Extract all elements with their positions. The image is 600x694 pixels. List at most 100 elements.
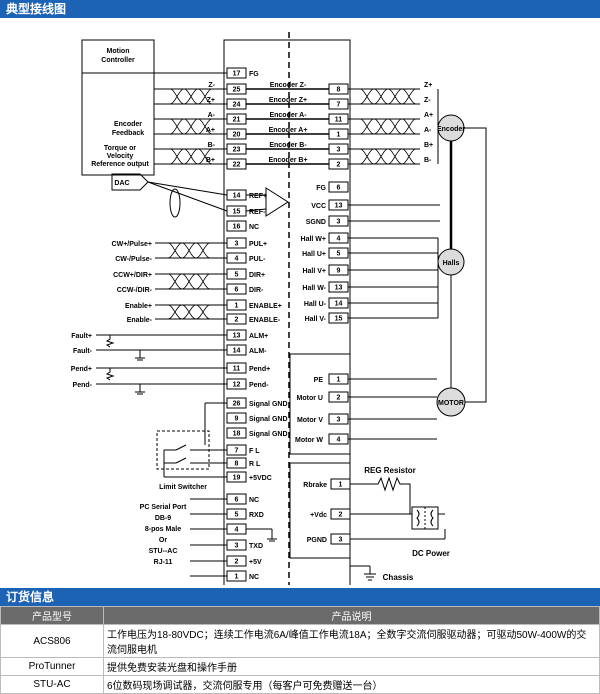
rj-pin-label: NC — [249, 497, 259, 504]
left-pin-label: FG — [249, 71, 259, 78]
twisted-pair — [401, 148, 417, 165]
motion-controller-box — [81, 39, 155, 176]
twisted-pair — [181, 304, 197, 320]
twisted-pair — [183, 88, 199, 105]
right-pin-label: Hall W+ — [301, 236, 326, 243]
right-enc-signal: B- — [424, 157, 432, 164]
rj-pin-label: RXD — [249, 512, 264, 519]
model-cell: ACS806 — [0, 624, 104, 658]
twisted-pair — [359, 118, 375, 135]
motor-pin-label: Motor U — [297, 395, 323, 402]
table-row: STU-AC 6位数码现场调试器，交流伺服专用（每客户可免费赠送一台） — [0, 675, 600, 694]
left-pin-label: Signal GND — [249, 401, 288, 408]
pin-number: 5 — [337, 251, 341, 258]
pin-number: 4 — [235, 527, 239, 534]
model-cell: ProTunner — [0, 657, 104, 676]
power-pin-label: +Vdc — [310, 512, 327, 519]
right-enc-signal: A+ — [424, 112, 433, 119]
torque-ref-label: Torque or — [104, 145, 136, 152]
left-pin-label: F L — [249, 448, 260, 455]
table-row: ACS806 工作电压为18-80VDC；连续工作电流6A/峰值工作电流18A；… — [0, 624, 600, 658]
left-pin-label: DIR- — [249, 287, 264, 294]
pin-number: 9 — [235, 416, 239, 423]
right-pin-label: SGND — [306, 219, 326, 226]
dc-power-box — [411, 506, 439, 530]
wiring-diagram-header: 典型接线图 — [0, 0, 600, 18]
left-enc-signal: B- — [208, 142, 216, 149]
pin-number: 6 — [235, 497, 239, 504]
motion-controller-label: Motion — [107, 48, 130, 55]
order-info-header: 订货信息 — [0, 588, 600, 606]
pin-number: 7 — [235, 448, 239, 455]
left-pin-18 — [226, 427, 247, 439]
fault-pend-label: Pend- — [73, 382, 93, 389]
ref-plus-wire — [147, 181, 228, 196]
pin-number: 13 — [335, 203, 343, 210]
dac-label: DAC — [114, 180, 129, 187]
enc-pin-label: Encoder A- — [269, 112, 307, 119]
col-desc-header: 产品说明 — [103, 606, 600, 625]
right-pin-label: Hall U- — [304, 301, 327, 308]
twisted-pair — [359, 148, 375, 165]
pin-number: 7 — [337, 102, 341, 109]
driver-box — [223, 39, 351, 585]
pc-serial-label: PC Serial Port — [140, 504, 187, 511]
model-cell: STU-AC — [0, 675, 104, 694]
right-pin-label: Hall V- — [305, 316, 327, 323]
pin-number: 23 — [233, 147, 241, 154]
left-enc-signal: A+ — [206, 127, 215, 134]
pc-serial-label: DB-9 — [155, 515, 171, 522]
right-enc-signal: A- — [424, 127, 432, 134]
right-pin-6 — [328, 181, 349, 193]
left-pin-label: Pend- — [249, 382, 269, 389]
left-pin-label: ALM+ — [249, 333, 268, 340]
ctrl-signal-label: CW+/Pulse+ — [112, 241, 152, 248]
right-enc-signal: Z- — [424, 97, 431, 104]
pin-number: 8 — [337, 87, 341, 94]
pin-number: 1 — [339, 482, 343, 489]
left-pin-label: Signal GND — [249, 416, 288, 423]
pin-number: 22 — [233, 162, 241, 169]
col-model-header: 产品型号 — [0, 606, 104, 625]
pin-number: 3 — [337, 147, 341, 154]
switch-blade — [175, 444, 187, 451]
motor-pin-label: Motor W — [295, 437, 323, 444]
pin-number: 4 — [337, 236, 341, 243]
ref-amp-wire — [245, 208, 267, 212]
pin-number: 11 — [233, 366, 241, 373]
pin-number: 17 — [233, 71, 241, 78]
pin-number: 6 — [235, 287, 239, 294]
ctrl-signal-label: Enable+ — [125, 303, 152, 310]
motor-pin-label: Motor V — [297, 417, 323, 424]
left-enc-signal: A- — [208, 112, 216, 119]
rj-pin-label: NC — [249, 574, 259, 581]
left-pin-label: REF- — [249, 209, 266, 216]
pin-number: 1 — [235, 303, 239, 310]
left-enc-signal: Z+ — [207, 97, 215, 104]
twisted-pair — [373, 118, 389, 135]
switch-blade — [175, 457, 187, 464]
twisted-pair — [401, 118, 417, 135]
pin-number: 2 — [337, 162, 341, 169]
right-pin-label: Hall W- — [302, 285, 326, 292]
twisted-pair — [401, 88, 417, 105]
pin-number: 2 — [235, 317, 239, 324]
table-row: ProTunner 提供免费安装光盘和操作手册 — [0, 657, 600, 676]
twisted-pair — [197, 148, 213, 165]
pc-serial-label: STU--AC — [149, 548, 178, 555]
left-pin-label: REF+ — [249, 193, 267, 200]
power-pin-label: Rbrake — [303, 482, 327, 489]
motor-label: MOTOR — [438, 400, 464, 407]
twisted-pair — [167, 273, 183, 290]
pin-number: 14 — [233, 193, 241, 200]
pc-serial-label: 8-pos Male — [145, 526, 181, 533]
pin-number: 14 — [335, 301, 343, 308]
pin-number: 15 — [233, 209, 241, 216]
order-table-head: 产品型号 产品说明 — [0, 606, 600, 625]
pin-number: 16 — [233, 224, 241, 231]
twisted-pair — [373, 88, 389, 105]
encoder-feedback-label: Encoder — [114, 121, 142, 128]
enc-pin-label: Encoder B+ — [268, 157, 307, 164]
reg-resistor-label: REG Resistor — [364, 466, 416, 475]
fault-pend-label: Fault- — [73, 348, 93, 355]
